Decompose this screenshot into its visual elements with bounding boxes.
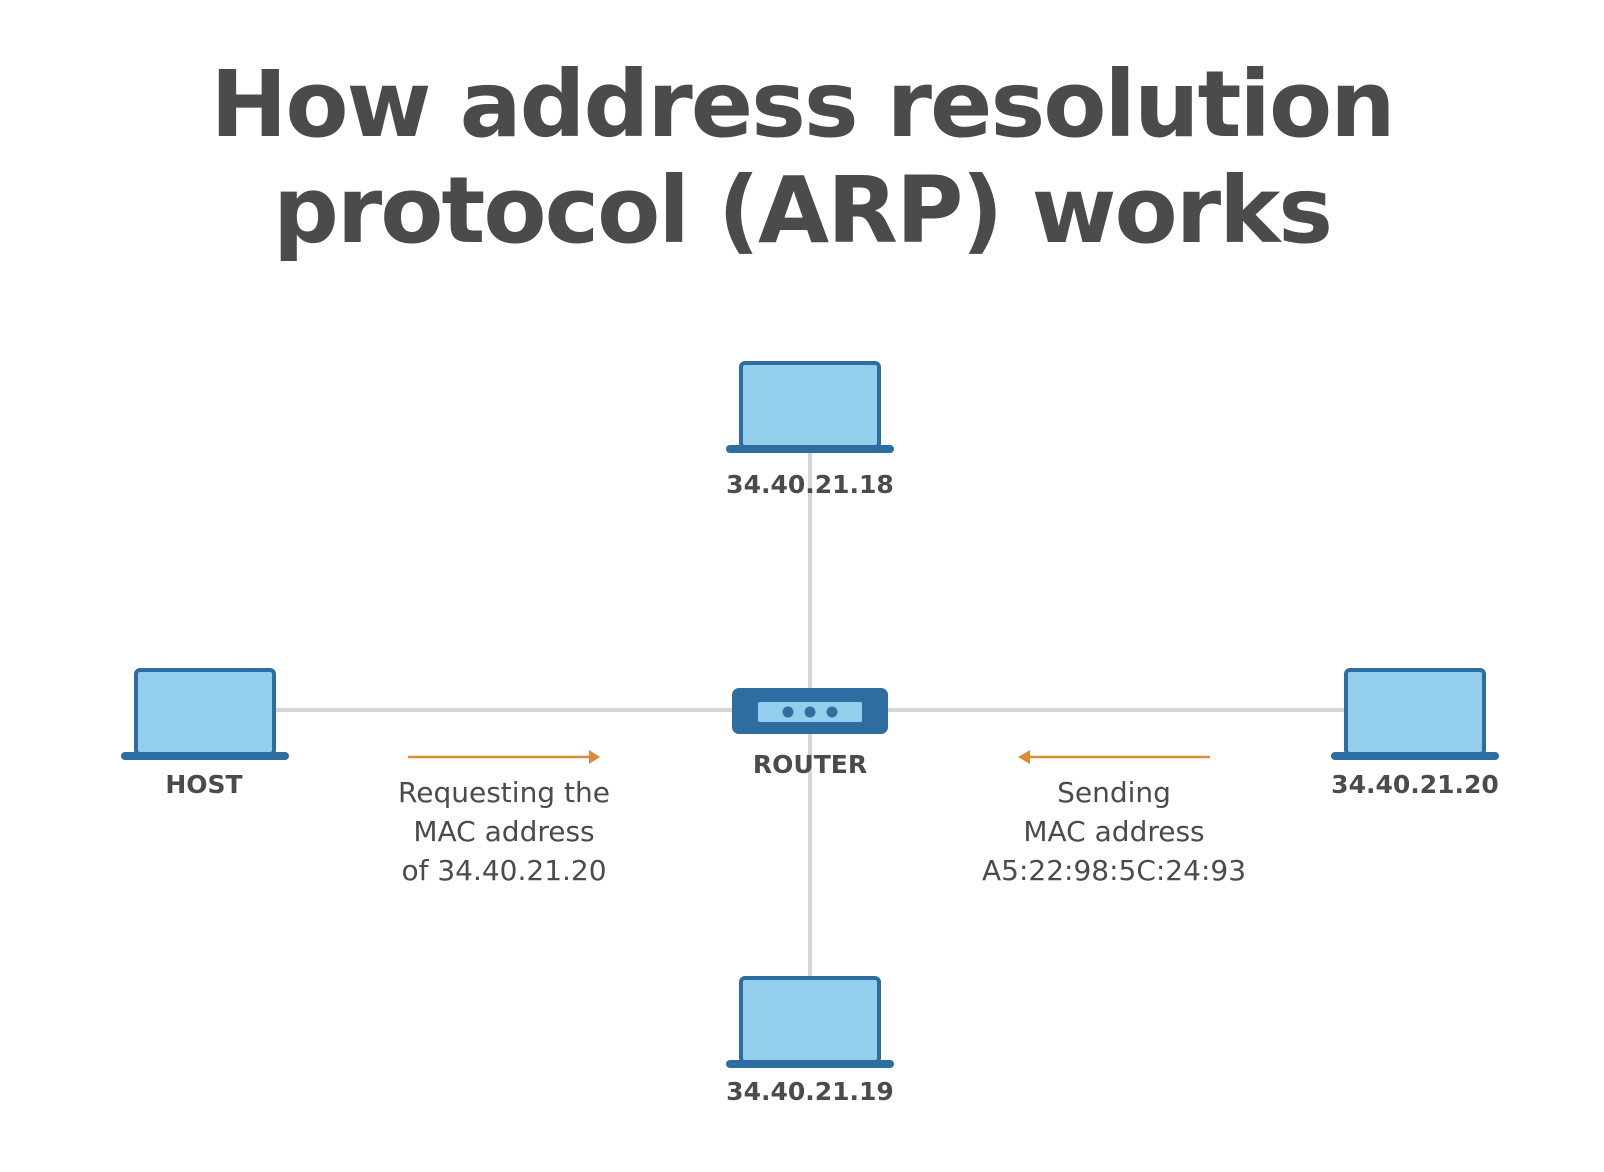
node-label-router: ROUTER xyxy=(752,750,868,779)
request-arrow-icon xyxy=(408,750,600,764)
diagram-title: How address resolution protocol (ARP) wo… xyxy=(0,52,1604,264)
title-line-2: protocol (ARP) works xyxy=(272,157,1333,264)
node-label-top: 34.40.21.18 xyxy=(726,470,894,499)
laptop-icon xyxy=(1331,668,1499,760)
reply-arrow-icon xyxy=(1018,750,1210,764)
request-line-3: of 34.40.21.20 xyxy=(401,854,607,887)
laptop-icon xyxy=(726,976,894,1068)
request-line-1: Requesting the xyxy=(398,776,610,809)
request-line-2: MAC address xyxy=(413,815,595,848)
reply-line-1: Sending xyxy=(1057,776,1171,809)
title-line-1: How address resolution xyxy=(210,51,1395,158)
node-label-bottom: 34.40.21.19 xyxy=(726,1077,894,1106)
laptop-icon xyxy=(121,668,289,760)
laptop-icon xyxy=(726,361,894,453)
reply-line-2: MAC address xyxy=(1023,815,1205,848)
reply-message: Sending MAC address A5:22:98:5C:24:93 xyxy=(964,773,1264,890)
node-label-right: 34.40.21.20 xyxy=(1331,770,1499,799)
node-label-host: HOST xyxy=(165,770,243,799)
router-icon xyxy=(732,688,888,734)
reply-line-3: A5:22:98:5C:24:93 xyxy=(981,854,1247,887)
request-message: Requesting the MAC address of 34.40.21.2… xyxy=(354,773,654,890)
